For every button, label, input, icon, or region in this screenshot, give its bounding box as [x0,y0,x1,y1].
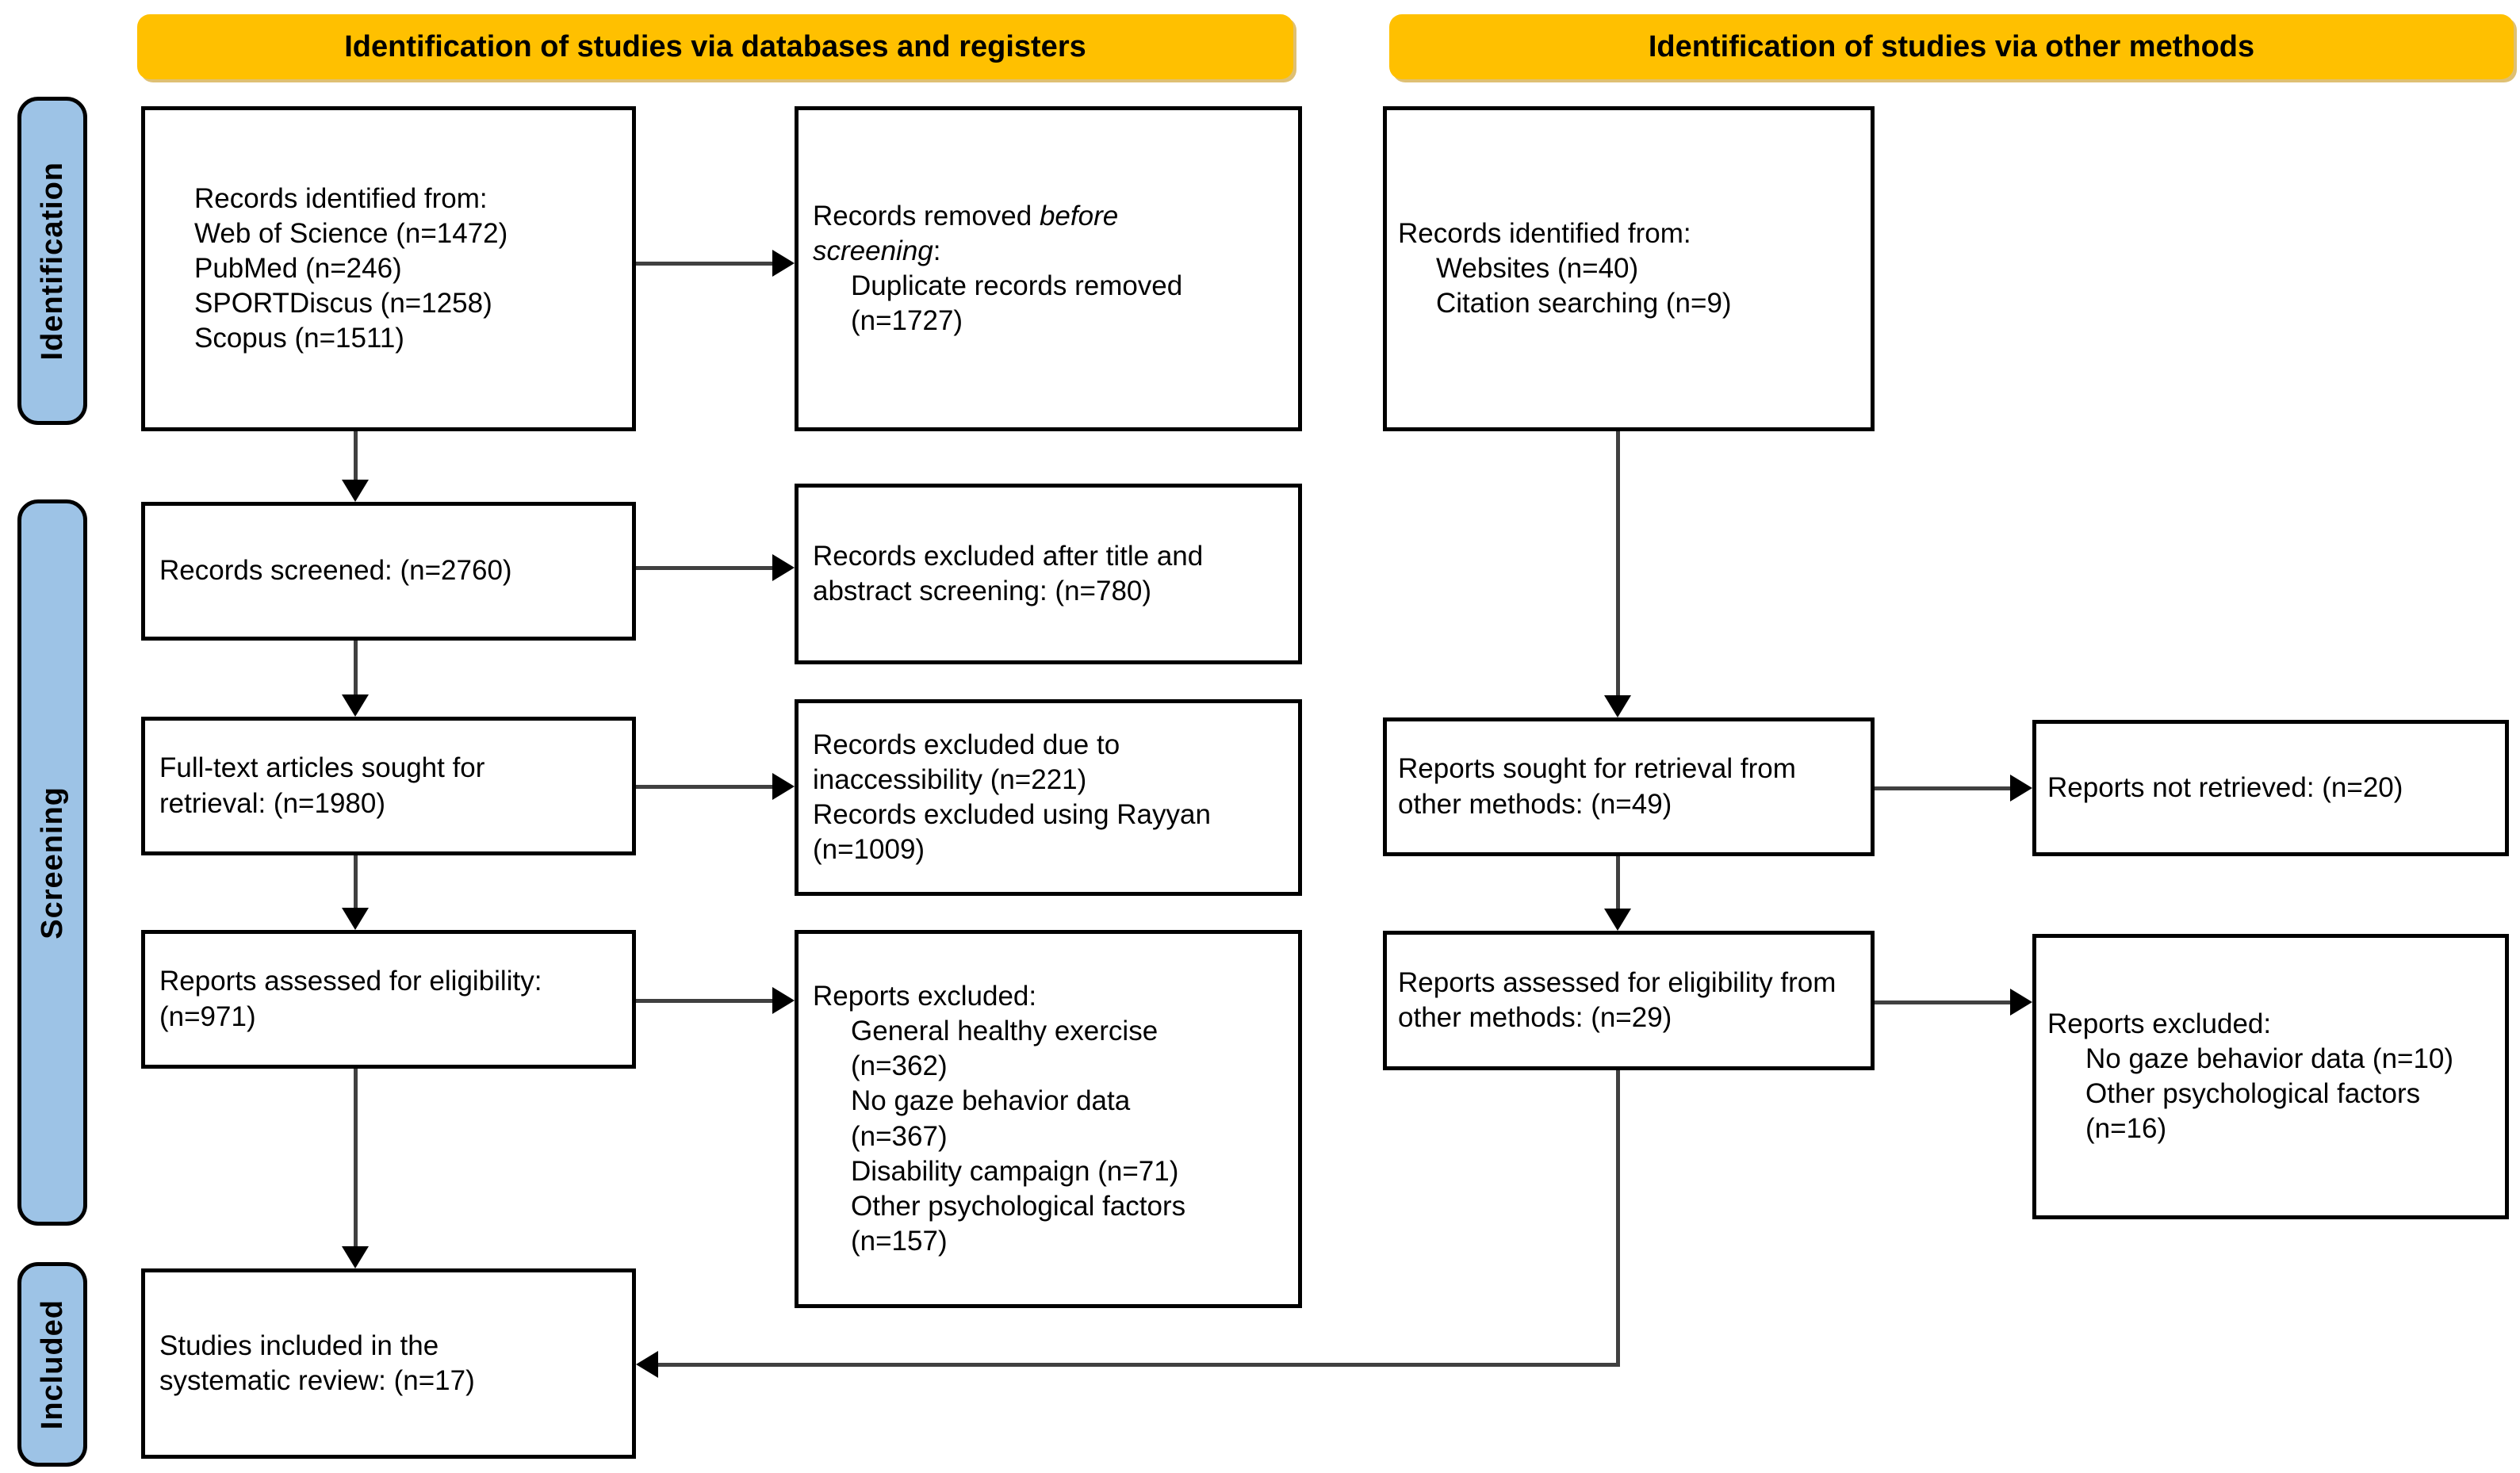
arrow-assessed-other-to-included-hline [658,1363,1619,1367]
rail-identification-label: Identification [35,161,69,361]
reports-excluded-other-item: Other psychological factors (n=16) [2085,1078,2421,1145]
records-removed-prefix: Records removed [813,200,1040,231]
arrow-assessed-other-to-excluded-head [2010,989,2032,1016]
arrow-identified-to-screened-head [342,480,369,502]
arrow-sought-to-assessed-other-head [1604,909,1631,931]
rail-screening: Screening [17,499,87,1226]
records-removed-italic: before screening [813,200,1119,266]
records-identified-line: Records identified from: [194,182,488,214]
reports-sought-other-text: Reports sought for retrieval from other … [1398,753,1796,820]
box-records-screened: Records screened: (n=2760) [141,502,636,641]
arrow-assessed-other-to-excluded-line [1875,1000,2010,1004]
box-records-excluded-title: Records excluded after title and abstrac… [795,484,1302,664]
box-fulltext-sought: Full-text articles sought for retrieval:… [141,717,636,855]
banner-databases-registers: Identification of studies via databases … [137,14,1293,79]
records-identified-other-item: Citation searching (n=9) [1436,288,1732,319]
records-identified-other-item: Websites (n=40) [1436,252,1639,284]
records-identified-line: Web of Science (n=1472) [194,217,508,249]
box-records-identified-other: Records identified from: Websites (n=40)… [1383,106,1875,431]
reports-excluded-title: Reports excluded: [813,981,1037,1012]
records-identified-other-title: Records identified from: [1398,217,1691,249]
arrow-identified-to-removed-line [636,262,772,266]
box-records-excluded-inaccess: Records excluded due to inaccessibility … [795,699,1302,896]
studies-included-text: Studies included in the systematic revie… [159,1330,475,1396]
records-removed-suffix: : [933,235,941,266]
arrow-assessed-other-to-included-vline [1616,1070,1620,1367]
records-identified-line: Scopus (n=1511) [194,323,404,354]
box-records-removed: Records removed before screening: Duplic… [795,106,1302,431]
reports-assessed-other-text: Reports assessed for eligibility from ot… [1398,966,1836,1033]
records-identified-line: PubMed (n=246) [194,252,402,284]
arrow-sought-to-notretrieved-line [1875,786,2010,790]
arrow-identified-to-removed-head [772,250,795,277]
arrow-identified-other-to-sought-head [1604,695,1631,717]
records-removed-item: Duplicate records removed (n=1727) [851,270,1183,337]
arrow-fulltext-to-inaccess-head [772,773,795,800]
reports-excluded-item: General healthy exercise (n=362) [851,1016,1159,1082]
arrow-fulltext-to-assessed-head [342,908,369,930]
box-reports-assessed-other: Reports assessed for eligibility from ot… [1383,931,1875,1070]
banner-databases-registers-label: Identification of studies via databases … [344,29,1086,63]
arrow-screened-to-excluded-line [636,566,772,570]
arrow-screened-to-fulltext-head [342,694,369,717]
reports-assessed-text: Reports assessed for eligibility: (n=971… [159,966,542,1032]
arrow-identified-to-screened-line [354,431,358,480]
reports-excluded-item: Other psychological factors (n=157) [851,1190,1186,1257]
box-reports-sought-other: Reports sought for retrieval from other … [1383,717,1875,856]
arrow-sought-to-assessed-other-line [1616,856,1620,909]
arrow-screened-to-fulltext-line [354,641,358,694]
arrow-screened-to-excluded-head [772,554,795,581]
banner-other-methods-label: Identification of studies via other meth… [1648,29,2255,63]
arrow-fulltext-to-inaccess-line [636,785,772,789]
arrow-sought-to-notretrieved-head [2010,775,2032,802]
rail-included: Included [17,1262,87,1467]
fulltext-sought-text: Full-text articles sought for retrieval:… [159,752,485,819]
records-identified-line: SPORTDiscus (n=1258) [194,288,492,319]
reports-excluded-other-title: Reports excluded: [2047,1008,2272,1039]
records-excluded-inaccess-line: Records excluded using Rayyan (n=1009) [813,799,1211,866]
reports-excluded-item: No gaze behavior data (n=367) [851,1085,1131,1152]
banner-other-methods: Identification of studies via other meth… [1389,14,2514,79]
rail-screening-label: Screening [35,786,69,939]
arrow-assessed-to-included-line [354,1069,358,1246]
rail-included-label: Included [35,1299,69,1430]
box-reports-excluded-other: Reports excluded: No gaze behavior data … [2032,934,2509,1219]
box-reports-not-retrieved: Reports not retrieved: (n=20) [2032,720,2509,856]
records-excluded-title-text: Records excluded after title and abstrac… [813,540,1204,606]
arrow-assessed-other-to-included-head [636,1351,658,1378]
records-removed-title: Records removed before screening: [813,199,1209,269]
arrow-assessed-to-included-head [342,1246,369,1268]
arrow-assessed-to-excluded-line [636,999,772,1003]
reports-not-retrieved-text: Reports not retrieved: (n=20) [2047,771,2403,803]
arrow-identified-other-to-sought-line [1616,431,1620,695]
arrow-fulltext-to-assessed-line [354,855,358,908]
arrow-assessed-to-excluded-head [772,987,795,1014]
rail-identification: Identification [17,97,87,425]
box-reports-excluded: Reports excluded: General healthy exerci… [795,930,1302,1308]
reports-excluded-item: Disability campaign (n=71) [851,1155,1179,1187]
box-reports-assessed: Reports assessed for eligibility: (n=971… [141,930,636,1069]
box-records-identified: Records identified from: Web of Science … [141,106,636,431]
reports-excluded-other-item: No gaze behavior data (n=10) [2085,1043,2454,1074]
records-excluded-inaccess-line: Records excluded due to inaccessibility … [813,729,1120,795]
box-studies-included: Studies included in the systematic revie… [141,1268,636,1459]
records-screened-text: Records screened: (n=2760) [159,555,512,587]
